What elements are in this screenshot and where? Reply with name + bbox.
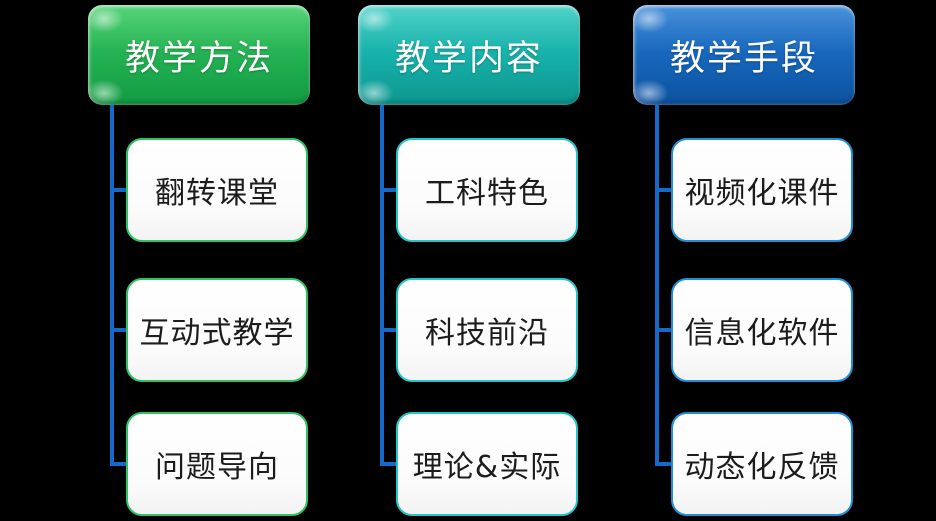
connector-stub — [380, 188, 398, 192]
header-label: 教学内容 — [394, 38, 543, 79]
child-label: 互动式教学 — [139, 316, 295, 351]
child-box: 动态化反馈 — [671, 412, 853, 516]
connector-stub — [110, 328, 128, 332]
child-label: 科技前沿 — [425, 316, 549, 351]
connector-stub — [380, 462, 398, 466]
child-box: 翻转课堂 — [126, 138, 308, 242]
child-label: 问题导向 — [155, 450, 279, 485]
connector-vertical-line — [380, 105, 384, 466]
child-label: 动态化反馈 — [684, 450, 840, 485]
header-box-teaching-methods: 教学方法 — [88, 5, 310, 105]
header-label: 教学方法 — [124, 38, 273, 79]
child-box: 理论&实际 — [396, 412, 578, 516]
connector-stub — [655, 462, 673, 466]
child-label: 翻转课堂 — [155, 176, 279, 211]
child-box: 工科特色 — [396, 138, 578, 242]
child-box: 视频化课件 — [671, 138, 853, 242]
column-teaching-methods: 教学方法 翻转课堂 互动式教学 问题导向 — [88, 0, 310, 521]
child-box: 问题导向 — [126, 412, 308, 516]
child-label: 理论&实际 — [412, 450, 562, 485]
child-box: 互动式教学 — [126, 278, 308, 382]
column-teaching-content: 教学内容 工科特色 科技前沿 理论&实际 — [358, 0, 580, 521]
connector-vertical-line — [655, 105, 659, 466]
child-box: 科技前沿 — [396, 278, 578, 382]
connector-stub — [110, 188, 128, 192]
header-box-teaching-content: 教学内容 — [358, 5, 580, 105]
header-label: 教学手段 — [669, 38, 818, 79]
child-label: 工科特色 — [425, 176, 549, 211]
child-label: 视频化课件 — [684, 176, 840, 211]
connector-stub — [655, 188, 673, 192]
connector-stub — [380, 328, 398, 332]
header-box-teaching-means: 教学手段 — [633, 5, 855, 105]
child-label: 信息化软件 — [684, 316, 840, 351]
column-teaching-means: 教学手段 视频化课件 信息化软件 动态化反馈 — [633, 0, 855, 521]
child-box: 信息化软件 — [671, 278, 853, 382]
connector-stub — [655, 328, 673, 332]
connector-stub — [110, 462, 128, 466]
connector-vertical-line — [110, 105, 114, 466]
